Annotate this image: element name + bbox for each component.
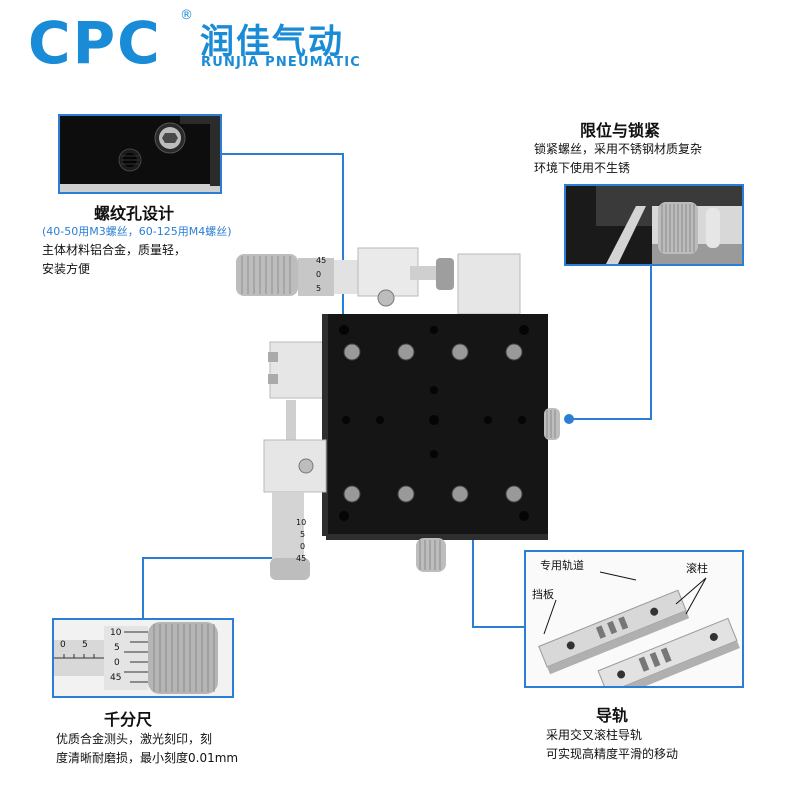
side-micrometer-scale-10: 10 [296,518,307,527]
connector-rail [472,528,474,628]
zoom-scale-10: 10 [110,628,122,638]
rail-label-track: 专用轨道 [540,559,584,572]
connector-dot-lock [564,414,574,424]
micrometer-title: 千分尺 [104,710,153,729]
brand-logo: CPC [28,9,162,77]
connector-micro-h [142,557,278,559]
micrometer-detail-image [52,618,234,698]
connector-lock [650,264,652,420]
zoom-sleeve-5: 5 [82,640,88,650]
thread-hole-desc-1: 主体材料铝合金，质量轻， [42,243,187,257]
connector-micro [142,558,144,618]
connector-thread-v [342,153,344,329]
thread-hole-title: 螺纹孔设计 [94,204,175,223]
top-micrometer-scale-45: 45 [316,256,327,265]
top-micrometer-scale-0: 0 [316,270,322,279]
zoom-scale-5: 5 [114,643,120,653]
guide-rail-detail-image [524,550,744,688]
brand-name-en: RUNJIA PNEUMATIC [201,55,361,70]
guide-rail-desc-1: 采用交叉滚柱导轨 [546,728,643,742]
rail-label-roller: 滚柱 [686,562,708,575]
limit-lock-title: 限位与锁紧 [580,121,661,140]
zoom-scale-0: 0 [114,658,120,668]
connector-lock-h [570,418,652,420]
registered-mark: ® [180,8,193,23]
thread-hole-note: (40-50用M3螺丝，60-125用M4螺丝) [42,225,232,238]
guide-rail-title: 导轨 [596,706,629,725]
side-micrometer-scale-5: 5 [300,530,306,539]
connector-rail-h [472,626,524,628]
limit-lock-detail-image [564,184,744,266]
guide-rail-desc-2: 可实现高精度平滑的移动 [546,747,679,761]
side-micrometer-scale-0: 0 [300,542,306,551]
top-micrometer-scale-5: 5 [316,284,322,293]
zoom-scale-45: 45 [110,673,122,683]
brand-name-cn: 润佳气动 [200,22,344,62]
thread-hole-detail-image [58,114,222,194]
thread-hole-desc-2: 安装方便 [42,262,91,276]
zoom-sleeve-0: 0 [60,640,66,650]
micrometer-desc-2: 度清晰耐磨损，最小刻度0.01mm [56,751,239,765]
connector-thread [218,153,344,155]
side-micrometer-scale-45: 45 [296,554,307,563]
xy-stage-product-image [220,240,560,580]
micrometer-desc-1: 优质合金测头，激光刻印，刻 [56,732,213,746]
limit-lock-desc-2: 环境下使用不生锈 [534,161,631,175]
limit-lock-desc-1: 锁紧螺丝，采用不锈钢材质复杂 [534,142,703,156]
rail-label-baffle: 挡板 [532,588,554,601]
